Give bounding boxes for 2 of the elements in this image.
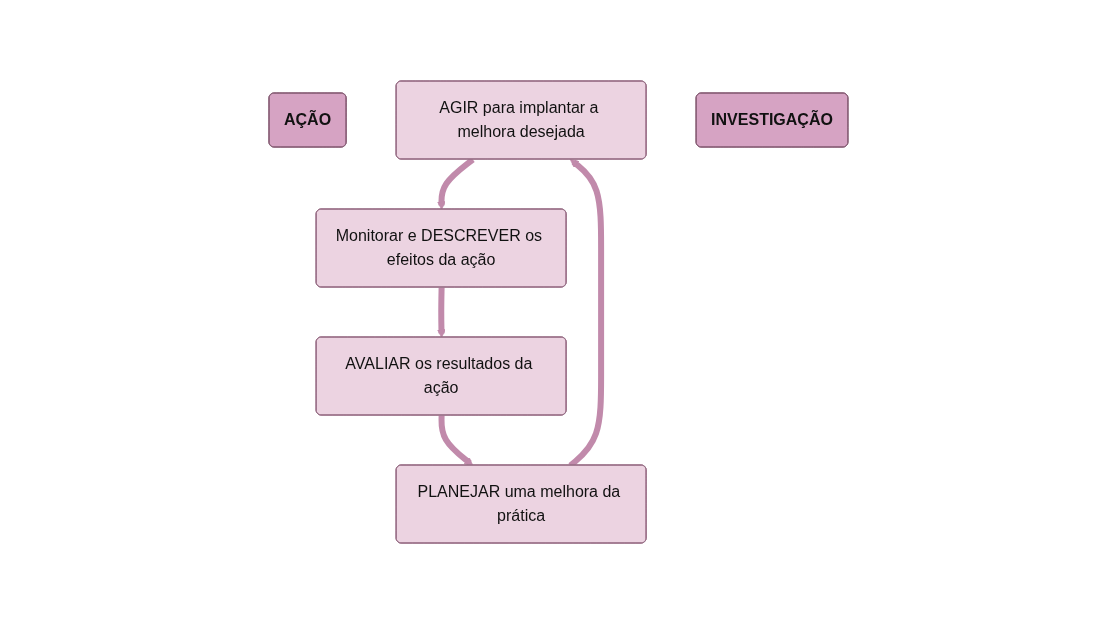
arrow xyxy=(438,414,474,466)
arrow xyxy=(437,286,446,338)
